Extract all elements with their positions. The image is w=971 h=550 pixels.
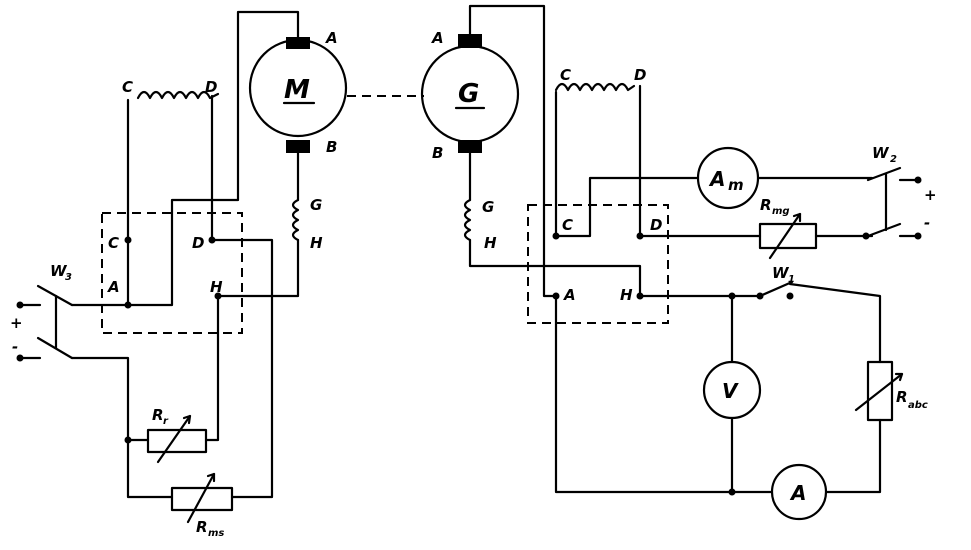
right-switch: W 2 + - [866, 144, 937, 240]
motor-terminal-b-label: B [326, 138, 337, 156]
meter-am-label: A [708, 167, 725, 191]
left-wiring [70, 10, 300, 499]
generator-shunt-field: C D [554, 66, 646, 92]
resistor-rabc: R abc [854, 360, 928, 422]
left-switch: W 3 + - [10, 262, 74, 362]
meter-am-sub: m [728, 176, 744, 194]
left-board-a-label: A [107, 278, 120, 296]
motor-brush-top [286, 37, 310, 49]
generator-field-d-label: D [634, 66, 646, 84]
ammeter-label: A [789, 481, 806, 505]
motor-series-field: G H [291, 196, 323, 252]
generator-series-h-label: H [484, 234, 497, 252]
left-board-d-label: D [192, 234, 204, 252]
motor-shunt-field: C D [122, 78, 220, 100]
left-board-h-label: H [210, 278, 223, 296]
left-terminal-board [101, 212, 243, 334]
right-board-h-label: H [620, 286, 633, 304]
left-switch-sub: 3 [65, 272, 72, 283]
motor-field-c-label: C [122, 78, 133, 96]
generator-terminal-b-label: B [432, 144, 443, 162]
left-board-c-label: C [108, 234, 119, 252]
right-switch-label: W [872, 144, 890, 162]
resistor-rmg-label: R [760, 196, 772, 214]
resistor-rr-sub: r [163, 416, 169, 427]
generator: G A B [420, 29, 520, 162]
right-board-d-label: D [650, 216, 662, 234]
resistor-rr: R r [146, 406, 208, 464]
voltmeter: V [702, 360, 762, 420]
motor-series-h-label: H [310, 234, 323, 252]
load-switch: W 1 [758, 264, 795, 298]
right-board-c-label: C [562, 216, 573, 234]
right-wiring [468, 4, 882, 496]
voltmeter-label: V [722, 379, 739, 403]
load-switch-label: W [772, 264, 790, 282]
left-supply-minus: - [12, 338, 18, 356]
resistor-rmg-sub: mg [772, 206, 790, 217]
generator-symbol: G [458, 79, 479, 109]
resistor-rms: R ms [170, 472, 234, 539]
load-switch-sub: 1 [788, 274, 795, 285]
motor-series-g-label: G [310, 196, 322, 214]
generator-field-c-label: C [560, 66, 571, 84]
resistor-rabc-label: R [896, 388, 908, 406]
resistor-rms-sub: ms [208, 528, 224, 539]
right-terminal-board [527, 204, 669, 324]
right-supply-plus: + [924, 186, 937, 204]
right-board-a-label: A [563, 286, 576, 304]
generator-terminal-a-label: A [431, 29, 444, 47]
generator-series-g-label: G [482, 198, 494, 216]
motor-symbol: M [284, 75, 310, 105]
motor-terminal-a-label: A [325, 29, 338, 47]
resistor-rabc-sub: abc [908, 400, 928, 411]
left-switch-label: W [50, 262, 68, 280]
resistor-rmg: R mg [758, 196, 818, 260]
ammeter: A [770, 463, 828, 521]
motor-field-d-label: D [205, 78, 217, 96]
generator-series-field: G H [463, 198, 497, 252]
motor: M A B [248, 29, 348, 156]
motor-brush-bottom [286, 140, 310, 153]
resistor-rr-label: R [152, 406, 164, 424]
generator-brush-bottom [458, 140, 482, 153]
generator-brush-top [458, 34, 482, 48]
right-switch-sub: 2 [890, 154, 897, 165]
resistor-rms-label: R [196, 518, 208, 536]
meter-am: A m [696, 146, 760, 210]
right-supply-minus: - [924, 214, 930, 232]
left-supply-plus: + [10, 314, 23, 332]
